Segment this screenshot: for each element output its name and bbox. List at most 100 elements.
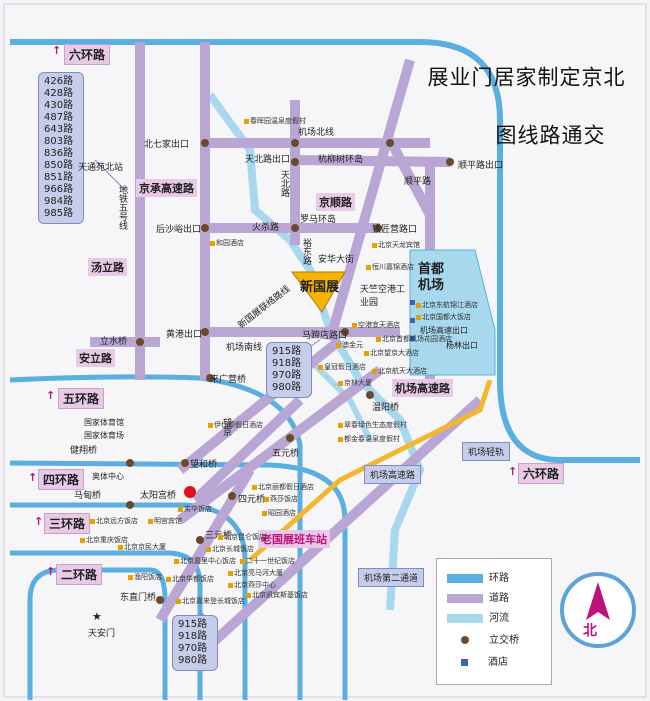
label-tiananmen: 天安门 <box>88 629 116 639</box>
hotel-item: 二十一世纪饭店 <box>240 556 295 566</box>
bus-route: 918路 <box>272 358 302 369</box>
label-aoti: 奥体中心 <box>92 472 124 481</box>
title-line-1: 北京定制家居门业展 <box>425 66 625 87</box>
ring-label-4: 四环路 <box>38 469 85 490</box>
hotel-item: 北京望京大酒店 <box>364 348 419 358</box>
bus-pointer-1 <box>94 159 126 191</box>
bus-route: 428路 <box>44 88 74 99</box>
road-label-old-expo-bus: 老国展班车站 <box>258 530 330 548</box>
hotel-item: 北京东航锦江酒店 <box>416 300 478 310</box>
hotel-item: 北京重庆饭店 <box>80 535 128 545</box>
bus-route: 985路 <box>44 208 74 219</box>
hotel-item: 伊仕顿假日酒店 <box>208 420 263 430</box>
ring-label-6: 六环路 <box>64 44 111 65</box>
bus-route: 915路 <box>272 346 302 357</box>
old-expo-station-marker <box>184 486 196 498</box>
label-airport-exit: 机场高速出口 <box>420 326 468 335</box>
legend-hotel: 酒店 <box>447 653 508 668</box>
hotel-item: 春晖园温泉度假村 <box>244 116 306 126</box>
bridges <box>126 139 454 604</box>
label-huanggang: 黄港出口 <box>166 330 203 340</box>
hotel-item: 和园酒店 <box>210 238 244 248</box>
ring-5 <box>9 374 303 700</box>
bus-route: 850路 <box>44 160 74 171</box>
label-huoshanlu: 火杀路 <box>252 223 280 233</box>
hotel-item: 北京昆仑饭店 <box>218 532 266 542</box>
hotel-item: 北京丽都假日酒店 <box>252 482 314 492</box>
hotel-item: 北京嘉来登长城饭店 <box>176 596 245 606</box>
arrow-up-icon: ↑ <box>52 44 62 57</box>
hotel-item: 北京亮马河大厦 <box>228 568 283 578</box>
north-label: 北 <box>583 623 597 639</box>
label-houshayu: 后沙峪出口 <box>156 225 202 235</box>
callout-airport-2nd: 机场第二通道 <box>358 568 425 587</box>
legend-ring: 环路 <box>447 569 509 584</box>
ring-label-5: 五环路 <box>58 388 105 409</box>
arrow-up-icon: ↑ <box>46 565 56 578</box>
label-tianbei: 天北路出口 <box>245 155 291 165</box>
bus-route: 915路 <box>178 619 208 630</box>
arrow-up-icon: ↑ <box>508 465 518 478</box>
legend-ring-label: 环路 <box>489 573 509 584</box>
airport-label: 首都 机场 <box>418 262 444 294</box>
compass-icon <box>560 572 636 648</box>
label-yanglin: 杨林出口 <box>446 341 478 350</box>
bus-route: 851路 <box>44 172 74 183</box>
hotel-item: 翠春绿色生态度假村 <box>338 420 407 430</box>
legend-river-label: 河流 <box>489 613 509 624</box>
label-luomahuandao: 罗马环岛 <box>300 215 337 225</box>
label-madian: 马蹄店路口 <box>302 331 348 341</box>
label-laiguangying: 来广营桥 <box>210 375 247 385</box>
legend-interchange-label: 立交桥 <box>489 635 519 646</box>
label-tiejiang: 铁匠营路口 <box>372 225 418 235</box>
hotel-item: 燕莎饭店 <box>264 494 298 504</box>
hotel-item: 京林大厦 <box>338 378 372 388</box>
ring-inner <box>27 567 168 700</box>
airport-label-text: 首都 机场 <box>418 262 445 293</box>
bus-route: 984路 <box>44 196 74 207</box>
bus-route: 918路 <box>178 631 208 642</box>
legend-ring-swatch <box>447 573 483 583</box>
road-label-airport-hwy: 机场高速路 <box>392 379 453 397</box>
legend: 环路 道路 河流 立交桥 酒店 <box>436 558 552 685</box>
bus-route: 487路 <box>44 112 74 123</box>
star-icon: ★ <box>92 610 102 623</box>
label-shunping: 顺平路出口 <box>458 161 504 171</box>
callout-airport-rail: 机场轻轨 <box>462 442 511 461</box>
label-jichangnan: 机场南线 <box>226 343 263 353</box>
bus-route: 980路 <box>272 382 302 393</box>
venue-label: 新国展 <box>300 280 340 295</box>
road-label-jingcheng: 京承高速路 <box>136 179 197 197</box>
ring-label-6b: 六环路 <box>518 463 565 484</box>
interchange-icon <box>461 636 469 644</box>
label-ditie5: 地铁五号线 <box>117 185 127 230</box>
ring-label-2: 二环路 <box>56 564 103 585</box>
hotel-item: 渔阳饭店 <box>128 572 162 582</box>
label-yudong: 裕东路 <box>301 238 311 265</box>
label-guojia: 国家体育馆 <box>84 418 124 427</box>
bus-route: 970路 <box>272 370 302 381</box>
label-siyuanqiao: 四元桥 <box>238 495 266 505</box>
bus-route: 426路 <box>44 76 74 87</box>
hotel-item: 北京远方饭店 <box>90 516 138 526</box>
label-anhua: 安华大街 <box>318 255 355 265</box>
bus-route: 643路 <box>44 124 74 135</box>
legend-hotel-label: 酒店 <box>488 657 508 668</box>
bus-route: 803路 <box>44 136 74 147</box>
ring-6 <box>10 39 640 463</box>
label-wuyuanqiao: 五元桥 <box>272 449 300 459</box>
road-label-anli: 安立路 <box>76 349 115 367</box>
label-shunping-road: 顺平路 <box>404 177 432 187</box>
road-label-jingshun: 京顺路 <box>316 193 355 211</box>
hotel-item: 北京航天大酒店 <box>372 366 427 376</box>
arrow-up-icon: ↑ <box>34 515 44 528</box>
bus-route: 430路 <box>44 100 74 111</box>
title-line-2: 交通路线图 <box>493 124 605 145</box>
hotel-item: 皇冠假日酒店 <box>318 362 366 372</box>
arrow-up-icon: ↑ <box>28 471 38 484</box>
venue-shape <box>291 271 346 313</box>
label-wenyuqiao: 温阳桥 <box>372 403 400 413</box>
hotel-item: 北京天龙宾馆 <box>372 240 420 250</box>
